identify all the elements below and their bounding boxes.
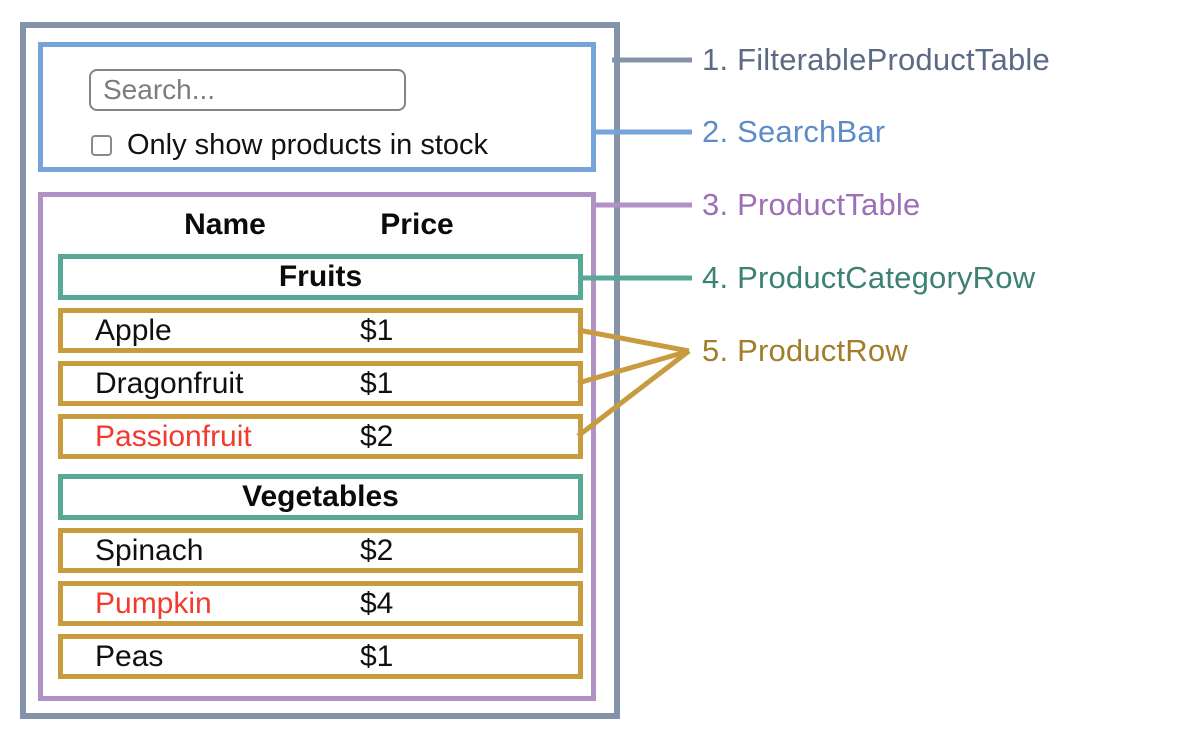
legend-label-1: 1. FilterableProductTable	[702, 42, 1050, 77]
filterable-product-table-box: Only show products in stock Name Price F…	[20, 22, 620, 719]
legend-label-3: 3. ProductTable	[702, 187, 921, 222]
product-row: Passionfruit $2	[58, 414, 583, 459]
legend-label-2: 2. SearchBar	[702, 114, 886, 149]
product-row: Pumpkin $4	[58, 581, 583, 626]
product-name: Spinach	[95, 533, 204, 567]
product-row: Dragonfruit $1	[58, 361, 583, 406]
product-name: Pumpkin	[95, 586, 212, 620]
product-price: $2	[360, 533, 394, 567]
product-category-row: Vegetables	[58, 474, 583, 520]
product-row: Apple $1	[58, 308, 583, 353]
search-bar-box: Only show products in stock	[38, 42, 596, 172]
product-price: $1	[360, 639, 394, 673]
in-stock-filter[interactable]: Only show products in stock	[91, 129, 488, 162]
product-price: $1	[360, 366, 394, 400]
product-name: Peas	[95, 639, 164, 673]
category-name: Fruits	[278, 260, 363, 293]
product-name: Passionfruit	[95, 419, 252, 453]
product-price: $4	[360, 586, 394, 620]
product-price: $2	[360, 419, 394, 453]
product-row: Peas $1	[58, 634, 583, 679]
in-stock-checkbox[interactable]	[91, 135, 112, 156]
product-row: Spinach $2	[58, 528, 583, 573]
column-header-price: Price	[380, 208, 454, 241]
product-price: $1	[360, 313, 394, 347]
product-name: Apple	[95, 313, 172, 347]
category-name: Vegetables	[242, 480, 399, 513]
column-header-name: Name	[184, 208, 266, 241]
in-stock-label: Only show products in stock	[127, 129, 489, 161]
product-name: Dragonfruit	[95, 366, 244, 400]
legend-label-5: 5. ProductRow	[702, 333, 908, 368]
search-input[interactable]	[89, 69, 406, 111]
legend-label-4: 4. ProductCategoryRow	[702, 260, 1036, 295]
product-category-row: Fruits	[58, 254, 583, 300]
